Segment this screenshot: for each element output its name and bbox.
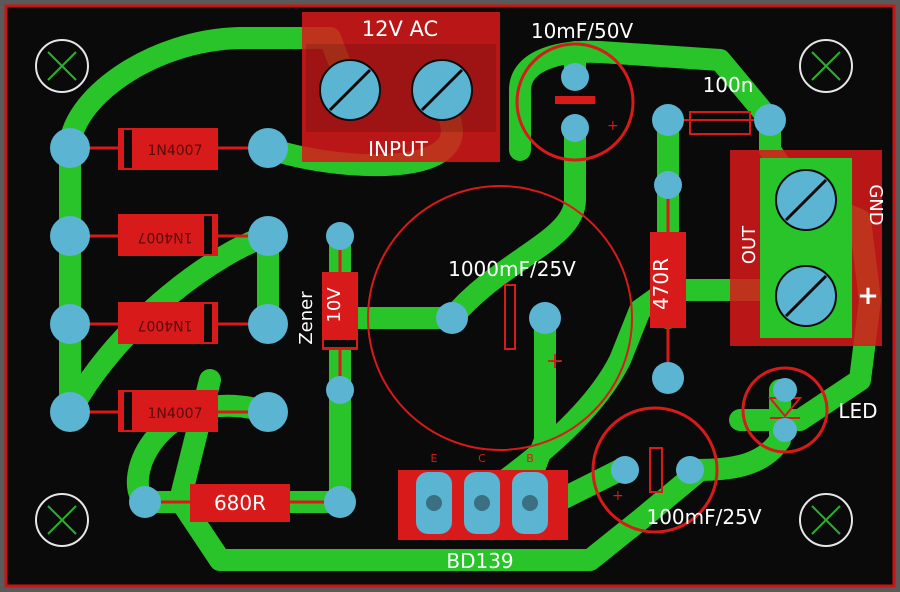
diode-d2: 1N4007: [70, 214, 268, 256]
pad: [561, 63, 589, 91]
mounting-holes: [35, 39, 853, 547]
pad: [50, 128, 90, 168]
zener-name: Zener: [296, 291, 317, 345]
pad: [50, 392, 90, 432]
pin-b-label: B: [526, 452, 534, 465]
pad: [324, 486, 356, 518]
led-label: LED: [838, 399, 877, 423]
mount-hole-top-right: [799, 39, 853, 93]
pad: [436, 302, 468, 334]
pad-b: [512, 472, 548, 534]
ac-input-label: INPUT: [368, 137, 429, 161]
res-470r-label: 470R: [649, 258, 673, 310]
diode-d3-label: 1N4007: [137, 317, 192, 333]
pad: [676, 456, 704, 484]
mount-hole-top-left: [35, 39, 89, 93]
terminal-pads: [319, 59, 837, 327]
pin-e-label: E: [431, 452, 438, 465]
cap-1000mf-label: 1000mF/25V: [448, 257, 576, 281]
pad-c: [464, 472, 500, 534]
pad: [50, 304, 90, 344]
capacitor-10mf: + 10mF/50V: [515, 19, 635, 162]
pad: [754, 104, 786, 136]
pad: [50, 216, 90, 256]
pad: [248, 216, 288, 256]
ac-input-title: 12V AC: [362, 17, 438, 41]
pad: [773, 418, 797, 442]
cap-100n-label: 100n: [703, 73, 754, 97]
resistor-470r: 470R: [649, 185, 686, 378]
capacitor-100n: 100n: [668, 73, 770, 135]
ac-input-terminal: 12V AC INPUT: [302, 12, 500, 162]
diode-d1-label: 1N4007: [147, 143, 202, 159]
pad: [248, 392, 288, 432]
pad: [773, 378, 797, 402]
resistor-680r: 680R: [145, 484, 340, 522]
pad-e: [416, 472, 452, 534]
zener-value: 10V: [324, 287, 345, 323]
pad: [652, 362, 684, 394]
pad: [561, 114, 589, 142]
transistor-label: BD139: [446, 549, 513, 573]
pads: [50, 63, 797, 518]
pad: [611, 456, 639, 484]
pin-c-label: C: [478, 452, 486, 465]
res-680r-label: 680R: [214, 491, 266, 515]
cap-10mf-label: 10mF/50V: [531, 19, 634, 43]
plus-label: +: [857, 281, 879, 311]
diode-d4: 1N4007: [70, 390, 268, 432]
diode-d2-label: 1N4007: [137, 229, 192, 245]
cap-1000mf-plus: +: [546, 349, 564, 374]
diode-d4-label: 1N4007: [147, 406, 202, 422]
cap-100mf-label: 100mF/25V: [646, 505, 761, 529]
pad: [654, 171, 682, 199]
pad: [326, 222, 354, 250]
gnd-label: GND: [865, 184, 886, 225]
pad: [652, 104, 684, 136]
cap-100mf-plus: +: [612, 488, 624, 504]
pad: [529, 302, 561, 334]
diode-d1: 1N4007: [70, 128, 268, 170]
pad: [129, 486, 161, 518]
diode-d3: 1N4007: [70, 302, 268, 344]
cap-10mf-plus: +: [607, 118, 619, 134]
pad: [326, 376, 354, 404]
pad: [248, 304, 288, 344]
pad: [248, 128, 288, 168]
transistor-pads: [416, 472, 548, 534]
zener-diode: 10V Zener: [296, 236, 358, 390]
capacitor-100mf: + 100mF/25V: [591, 406, 762, 534]
capacitor-1000mf: + 1000mF/25V: [367, 185, 633, 451]
mount-hole-bottom-left: [35, 493, 89, 547]
out-label: OUT: [739, 225, 760, 264]
mount-hole-bottom-right: [799, 493, 853, 547]
